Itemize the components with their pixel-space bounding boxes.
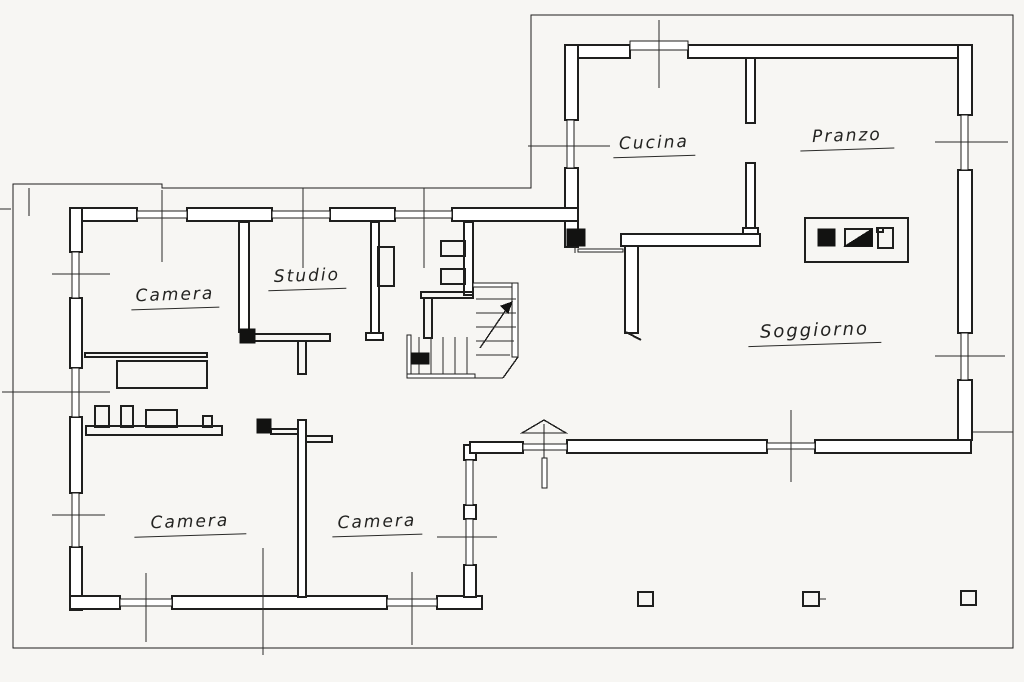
axis-ticks xyxy=(2,20,1008,655)
entrance-arrow-icon xyxy=(519,419,569,489)
furniture xyxy=(84,240,474,443)
room-label-soggiorno: Soggiorno xyxy=(747,317,882,348)
window-north-2 xyxy=(271,210,331,219)
terrace-columns xyxy=(637,590,977,607)
column-marker-2 xyxy=(802,591,820,607)
flue-marker-3 xyxy=(256,418,272,434)
bed-headline xyxy=(84,352,208,358)
window-east-bedroom-1 xyxy=(465,459,474,506)
stair-hatched-tread xyxy=(410,352,430,365)
window-east-bedroom-2 xyxy=(465,518,474,566)
north-wing-walls xyxy=(564,40,973,454)
room-label-camera-sud-ovest: Camera xyxy=(133,510,247,538)
flue-marker-1 xyxy=(566,228,586,247)
wardrobe xyxy=(377,246,395,287)
staircase xyxy=(406,282,519,379)
opening-threshold xyxy=(577,248,624,253)
room-label-camera-sud: Camera xyxy=(331,510,423,538)
column-marker-3 xyxy=(960,590,977,606)
window-west-3 xyxy=(71,492,80,548)
sideboard xyxy=(85,425,223,436)
stair-direction-arrow xyxy=(479,303,511,349)
wall-markers xyxy=(239,228,586,434)
studio-desk xyxy=(252,333,331,342)
south-wing-walls xyxy=(69,207,579,611)
solid-square-symbol xyxy=(817,228,836,247)
room-label-pranzo: Pranzo xyxy=(799,124,895,152)
window-west-1 xyxy=(71,251,80,299)
entrance-door-leaf xyxy=(541,457,548,489)
entrance-door-threshold xyxy=(522,443,568,451)
room-label-cucina: Cucina xyxy=(612,131,696,159)
bed xyxy=(116,360,208,389)
flue-marker-2 xyxy=(239,328,256,344)
room-label-studio: Studio xyxy=(267,264,347,292)
window-west-north-wing xyxy=(566,119,575,169)
room-label-camera-nord: Camera xyxy=(130,283,220,311)
site-boundary xyxy=(0,14,1014,649)
open-rectangle-symbol xyxy=(877,227,894,249)
fireplace-legend-panel xyxy=(804,217,909,263)
column-marker-1 xyxy=(637,591,654,607)
